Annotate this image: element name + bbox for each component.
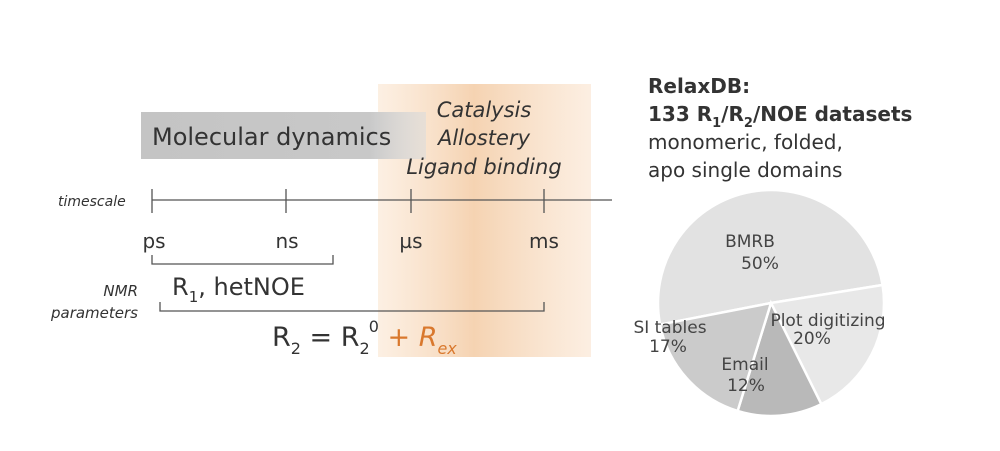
r1-bracket (151, 255, 334, 265)
tick-label-us: µs (399, 229, 422, 253)
relaxdb-desc-2: apo single domains (648, 158, 842, 182)
nmr-label: NMR (103, 282, 138, 300)
r2-bracket (159, 302, 545, 312)
r1-hetnoe-label: R1, hetNOE (172, 273, 305, 306)
allostery-label: Allostery (436, 126, 531, 150)
pie-slice-plot-digitizing (769, 283, 886, 406)
pie-value-bmrb: 50% (741, 254, 779, 274)
pie-value-si-tables: 17% (649, 337, 687, 357)
pie-label-email: Email (721, 355, 768, 375)
molecular-dynamics-label: Molecular dynamics (152, 123, 391, 151)
pie-label-bmrb: BMRB (725, 232, 775, 252)
pie-slice-si-tables (658, 301, 773, 413)
ligand-binding-label: Ligand binding (406, 155, 561, 179)
tick-label-ns: ns (275, 229, 298, 253)
pie-value-plot-digitizing: 20% (793, 329, 831, 349)
pie-value-email: 12% (727, 376, 765, 396)
tick-label-ms: ms (529, 229, 559, 253)
r2-equation: R2 = R20 + Rex (272, 317, 457, 358)
catalysis-label: Catalysis (437, 98, 532, 122)
parameters-label: parameters (50, 304, 138, 322)
pie-slice-bmrb (656, 188, 884, 327)
tick-label-ps: ps (142, 229, 165, 253)
relaxdb-desc-1: monomeric, folded, (648, 130, 843, 154)
molecular-dynamics-box (141, 112, 426, 159)
timescale-label: timescale (58, 194, 126, 210)
relaxdb-datasets: 133 R1/R2/NOE datasets (648, 102, 912, 131)
pie-label-si-tables: SI tables (633, 318, 706, 338)
pie-label-plot-digitizing: Plot digitizing (770, 311, 885, 331)
pie-slice-email (736, 299, 824, 418)
relaxdb-title: RelaxDB: (648, 74, 750, 98)
